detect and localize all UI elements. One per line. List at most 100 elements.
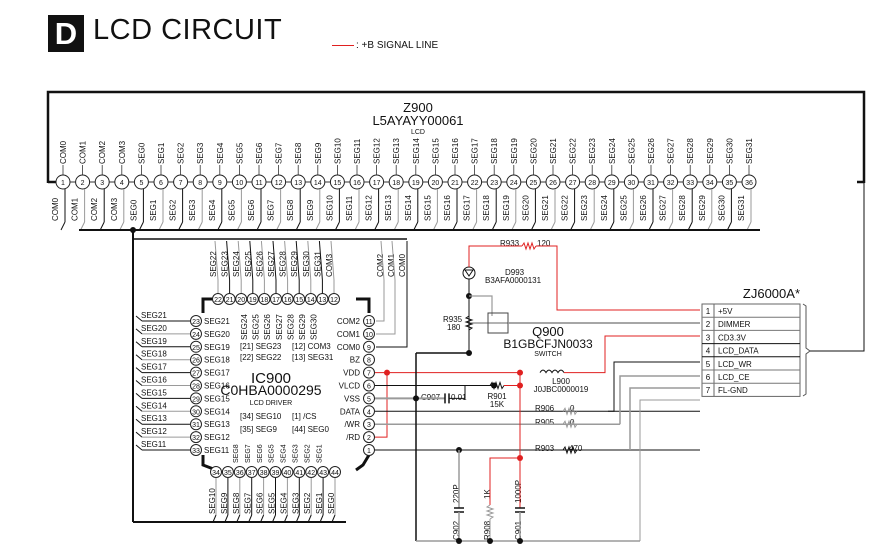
ic-bottom-net-label: SEG5 bbox=[268, 492, 277, 514]
pin-number: 24 bbox=[510, 180, 518, 187]
pin-number: 25 bbox=[192, 345, 200, 352]
ic-com-lead bbox=[376, 240, 385, 322]
ic-pin bbox=[270, 293, 282, 305]
lcd-bus-lead bbox=[374, 221, 380, 231]
lcd-pin-label: SEG26 bbox=[647, 138, 656, 164]
ic-bottom-lead bbox=[248, 514, 253, 523]
r906-ref: R906 bbox=[535, 404, 555, 413]
ic-left-label: SEG16 bbox=[204, 382, 230, 391]
c902-ref: C902 bbox=[452, 520, 461, 540]
pin-number: 5 bbox=[367, 396, 371, 403]
ic-pin bbox=[257, 466, 270, 478]
lcd-bus-label: SEG4 bbox=[208, 199, 217, 221]
ic-pin bbox=[246, 293, 259, 305]
ic-right-label: VSS bbox=[344, 394, 360, 403]
r908-lead bbox=[489, 457, 520, 505]
ic-pin bbox=[190, 431, 202, 444]
ic-bottom-net-label: SEG4 bbox=[279, 492, 288, 514]
junction-dot bbox=[456, 538, 462, 544]
ic-pin bbox=[363, 392, 375, 405]
pin-number: 13 bbox=[294, 180, 302, 187]
ic-pin bbox=[363, 340, 375, 353]
ic-pin bbox=[363, 353, 375, 366]
lcd-bus-label: SEG18 bbox=[482, 195, 491, 221]
ic-pin bbox=[221, 466, 234, 478]
lcd-pin-label: COM0 bbox=[59, 140, 68, 164]
pin-number: 12 bbox=[275, 180, 283, 187]
ic-left-net-label: SEG14 bbox=[141, 401, 167, 410]
ic-left-net-label: SEG17 bbox=[141, 363, 167, 372]
lcd-bus-lead bbox=[687, 221, 693, 231]
pin-number: 14 bbox=[307, 297, 315, 304]
pin-number: 23 bbox=[490, 180, 498, 187]
ic-pin bbox=[363, 366, 375, 379]
lcd-bus-lead bbox=[746, 221, 752, 231]
ic-top-net-label: SEG26 bbox=[255, 251, 264, 277]
ic-pin bbox=[363, 431, 375, 444]
lcd-bus-lead bbox=[609, 221, 615, 231]
ic-left-label: SEG15 bbox=[204, 394, 230, 403]
pin-number: 3 bbox=[367, 422, 371, 429]
pin-number: 26 bbox=[192, 358, 200, 365]
pin-number: 29 bbox=[192, 396, 200, 403]
pin-number: 7 bbox=[179, 180, 183, 187]
lcd-pin-label: SEG4 bbox=[216, 142, 225, 164]
lcd-pin-label: SEG12 bbox=[373, 138, 382, 164]
data-feed bbox=[608, 361, 700, 412]
lcd-bus-label: SEG3 bbox=[188, 199, 197, 221]
lcd-pin-label: COM3 bbox=[118, 140, 127, 164]
lcd-pin-label: SEG11 bbox=[353, 138, 362, 164]
pin-number: 25 bbox=[530, 180, 538, 187]
pin-number: 36 bbox=[236, 470, 244, 477]
lcd-bus-label: SEG7 bbox=[267, 199, 276, 221]
ic-left-lead bbox=[135, 418, 143, 425]
ic-note: [35] SEG9 bbox=[240, 425, 277, 434]
lcd-pin-label: SEG30 bbox=[725, 138, 734, 164]
resistor-icon bbox=[562, 445, 578, 455]
lcd-bus-label: SEG9 bbox=[306, 199, 315, 221]
lcd-bus-lead bbox=[511, 221, 517, 231]
ic-pin bbox=[258, 293, 271, 305]
pin-number: 35 bbox=[726, 180, 734, 187]
lcd-pin-label: SEG15 bbox=[431, 138, 440, 164]
pin-number: 9 bbox=[218, 180, 222, 187]
ic-left-net-label: SEG13 bbox=[141, 414, 167, 423]
pin-number: 31 bbox=[647, 180, 655, 187]
lcd-bus-lead bbox=[334, 221, 340, 231]
lcd-bus-label: SEG5 bbox=[227, 199, 236, 221]
ic-bottom-lead bbox=[224, 514, 229, 523]
ic-bottom-net-label: SEG1 bbox=[315, 492, 324, 514]
ic-right-label: COM1 bbox=[337, 330, 361, 339]
ic-bottom-net-label: SEG3 bbox=[291, 492, 300, 514]
connector-pin-number: 7 bbox=[706, 386, 711, 395]
lcd-pin-label: SEG29 bbox=[706, 138, 715, 164]
pin-number: 18 bbox=[261, 297, 269, 304]
connector-brace bbox=[802, 303, 811, 397]
lcd-bus-lead bbox=[197, 221, 203, 231]
pin-number: 33 bbox=[192, 448, 200, 455]
pin-number: 35 bbox=[224, 470, 232, 477]
lcd-bus-lead bbox=[648, 221, 654, 231]
resistor-icon bbox=[489, 380, 505, 391]
ic-pin bbox=[269, 466, 282, 478]
lcd-bus-lead bbox=[472, 221, 478, 231]
ic-top-net-label: SEG30 bbox=[302, 251, 311, 277]
gnd-feed bbox=[639, 399, 700, 541]
r901-value: 15K bbox=[490, 400, 505, 409]
connector-ref: ZJ6000A* bbox=[743, 286, 800, 301]
pin-number: 32 bbox=[667, 180, 675, 187]
lcd-bus-label: SEG30 bbox=[717, 195, 726, 221]
lcd-bus-lead bbox=[707, 221, 713, 231]
ic-pin bbox=[233, 466, 246, 478]
lcd-bus-label: SEG20 bbox=[521, 195, 530, 221]
ic-pin bbox=[363, 405, 375, 418]
wr-feed bbox=[619, 375, 700, 425]
pin-number: 7 bbox=[367, 371, 371, 378]
ic-pin bbox=[363, 418, 375, 431]
ic-bottom-lead bbox=[295, 514, 300, 523]
q900-type: SWITCH bbox=[534, 351, 562, 358]
ic-top-lead bbox=[260, 240, 265, 281]
resistor-icon bbox=[485, 504, 495, 520]
c901-ref: C901 bbox=[514, 520, 523, 540]
ic-inner-label: SEG24 bbox=[240, 314, 249, 340]
